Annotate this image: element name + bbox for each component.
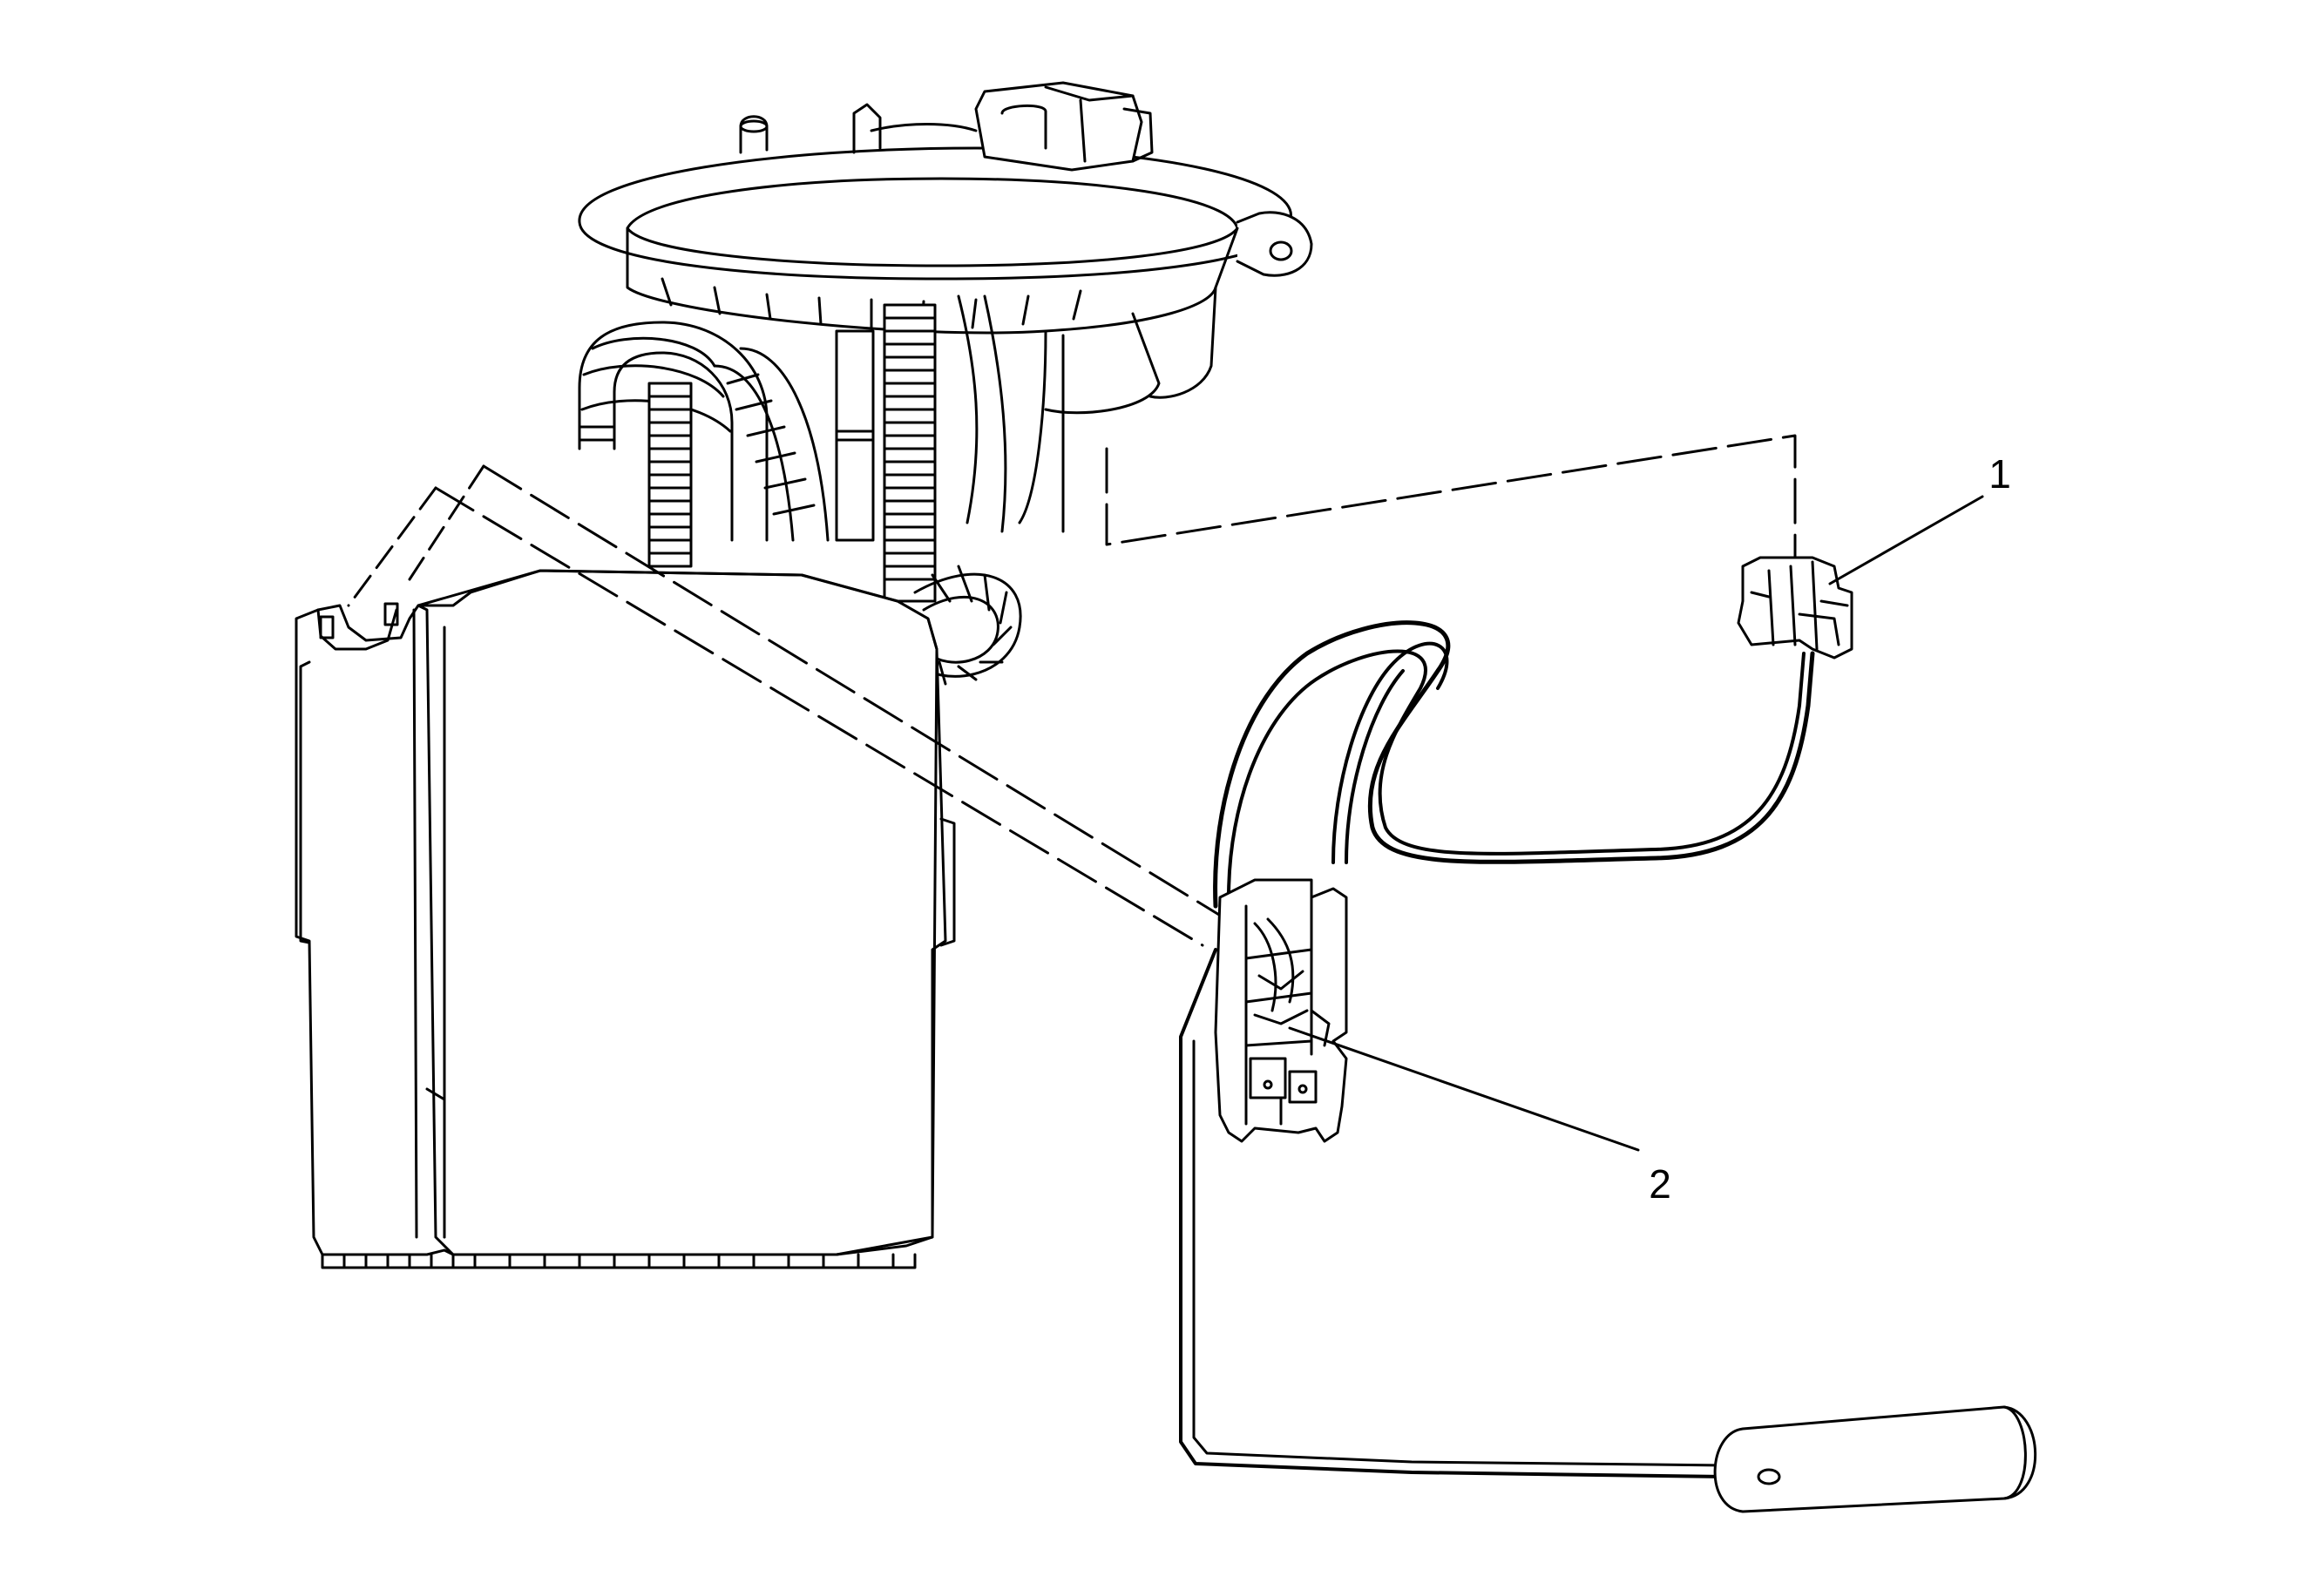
callout-1-label: 1 bbox=[1989, 451, 2011, 497]
leader-line-connector bbox=[1105, 434, 1797, 559]
leader-line-clip-lower bbox=[434, 486, 1204, 947]
callout-1-leader bbox=[1828, 495, 1984, 585]
callout-2: 2 bbox=[1288, 1026, 1671, 1207]
leader-line-clip-upper bbox=[482, 464, 1257, 938]
module-hoses bbox=[578, 294, 1065, 686]
assembly-leader-lines bbox=[347, 434, 1797, 947]
callout-2-leader bbox=[1288, 1026, 1640, 1152]
sender-wire-loop bbox=[1213, 620, 1815, 909]
corrugated-hose-right bbox=[883, 303, 937, 603]
callout-2-label: 2 bbox=[1649, 1161, 1671, 1207]
fuel-level-sender bbox=[1179, 620, 2037, 1513]
module-reservoir bbox=[295, 569, 956, 1269]
fuel-pump-module bbox=[295, 81, 1313, 1269]
callout-1: 1 bbox=[1828, 451, 2011, 585]
harness-connector bbox=[1737, 556, 1853, 660]
float bbox=[1713, 1405, 2037, 1513]
corrugated-hose-left bbox=[647, 382, 693, 568]
